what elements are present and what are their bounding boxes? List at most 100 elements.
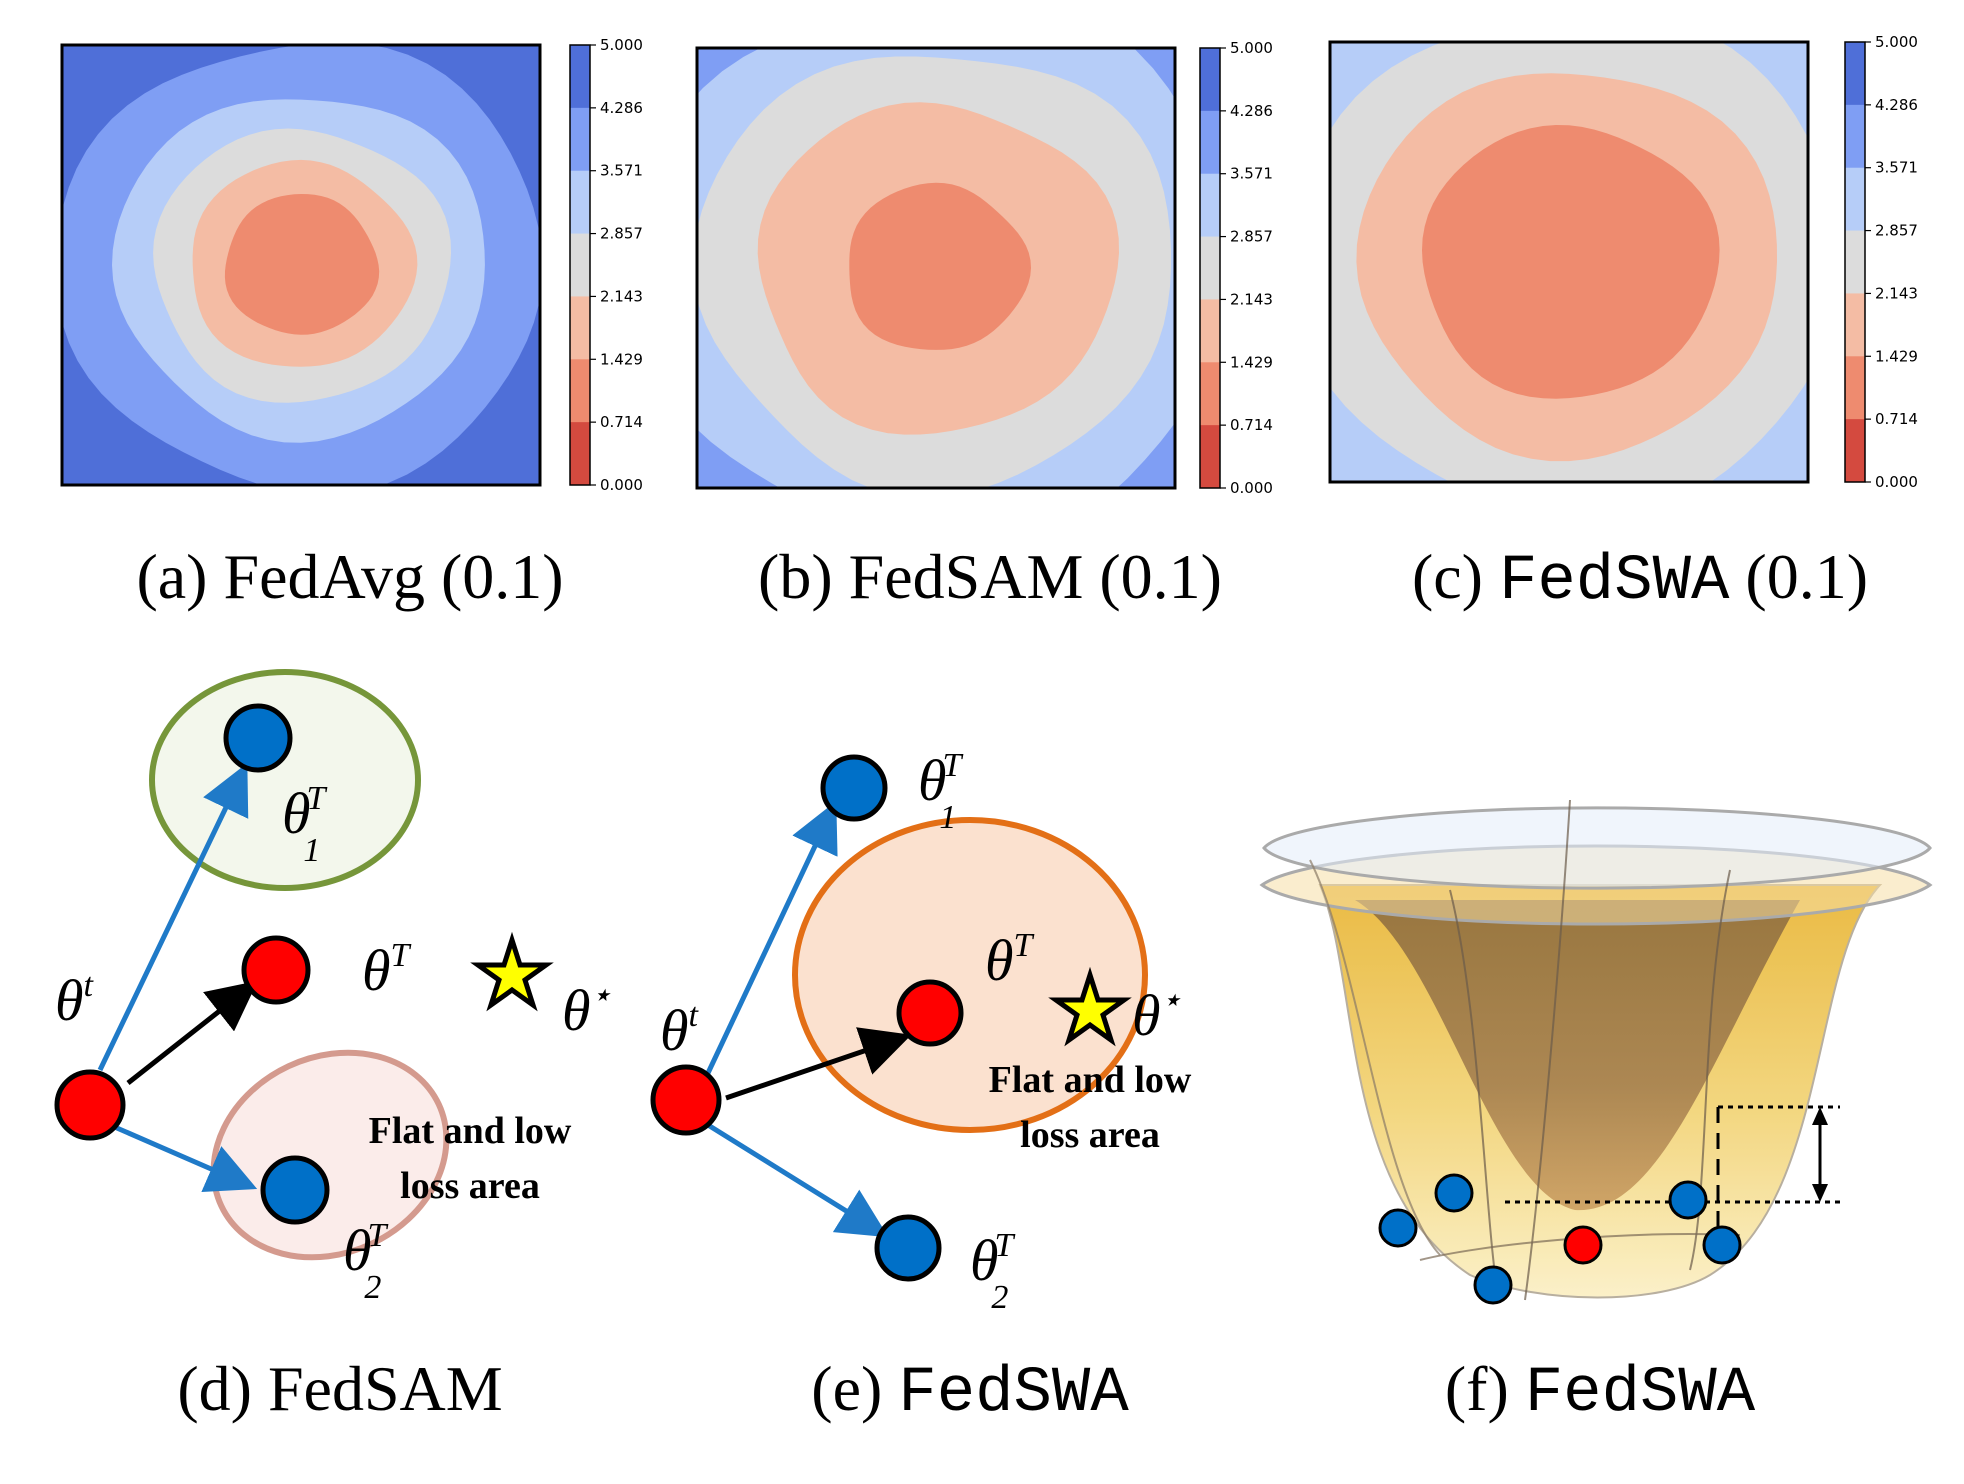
caption-a-prefix: (a) [136, 541, 224, 612]
contour-level [1422, 125, 1720, 399]
arrow-to-client2 [698, 1117, 889, 1238]
caption-c-method: FedSWA [1498, 546, 1730, 618]
optimum-star [470, 931, 554, 1012]
caption-a: (a) FedAvg (0.1) [40, 540, 660, 614]
colorbar-tick-label: 1.429 [1230, 353, 1273, 371]
theta-2-sup: T [995, 1227, 1016, 1264]
colorbar-segment [1845, 356, 1865, 420]
theta-T-sup: T [391, 937, 412, 974]
client1-model-point [223, 703, 293, 773]
colorbar-frame [569, 44, 591, 486]
client-model-point [1434, 1173, 1474, 1213]
flat-area-label-line2: loss area [1020, 1114, 1160, 1156]
colorbar-tick-label: 0.714 [1230, 416, 1273, 434]
basin-mesh-line [1449, 889, 1499, 1296]
colorbar-segment [570, 296, 590, 360]
caption-b: (b) FedSAM (0.1) [680, 540, 1300, 614]
colorbar-tick-label: 1.429 [600, 350, 643, 368]
caption-c: (c) FedSWA (0.1) [1330, 540, 1950, 618]
colorbar-segment [1845, 167, 1865, 232]
caption-e-prefix: (e) [811, 1353, 899, 1424]
colorbar-segment [1200, 299, 1220, 363]
client-model-point [1473, 1265, 1513, 1305]
plot-frame [60, 43, 542, 487]
svg-text:θt: θt [660, 997, 700, 1063]
caption-b-suffix: (0.1) [1083, 541, 1222, 612]
svg-text:θT: θT [362, 937, 412, 1003]
colorbar-tick-label: 0.714 [1875, 410, 1918, 428]
svg-text:θt: θt [55, 967, 95, 1033]
colorbar-tick-label: 2.143 [1875, 284, 1918, 302]
theta-1-sup: T [943, 747, 964, 784]
theta-t-sup: t [689, 997, 700, 1034]
theta-t-sup: t [84, 967, 95, 1004]
client1-model-point [820, 754, 888, 822]
client1-flat-region [149, 669, 421, 891]
height-diff-arrowhead-down [1812, 1184, 1828, 1202]
colorbar-tick-label: 0.000 [1875, 473, 1918, 491]
client2-model-point [874, 1214, 942, 1282]
colorbar-tick-label: 3.571 [600, 162, 643, 180]
colorbar-tick-label: 4.286 [1230, 102, 1273, 120]
start-model-point [650, 1064, 722, 1136]
colorbar-segment [1845, 42, 1865, 106]
colorbar-tick-label: 3.571 [1230, 165, 1273, 183]
basin-mesh-line [1524, 799, 1571, 1301]
svg-text:θT1: θT1 [918, 747, 964, 836]
theta-2-sub: 2 [364, 1269, 381, 1306]
colorbar-segment [1845, 293, 1865, 357]
svg-text:θT: θT [985, 927, 1035, 993]
colorbar-tick-label: 2.857 [1230, 228, 1273, 246]
theta-1-sub: 1 [303, 832, 320, 869]
colorbar-tick-label: 2.143 [1230, 290, 1273, 308]
colorbar-segment [570, 422, 590, 486]
global-model-point [1563, 1225, 1603, 1265]
colorbar-tick-label: 2.857 [600, 225, 643, 243]
theta-star-label: θ [1132, 983, 1161, 1048]
colorbar-segment [1200, 362, 1220, 426]
colorbar-tick-label: 0.000 [600, 476, 643, 494]
caption-e-method: FedSWA [898, 1358, 1129, 1430]
caption-e: (e) FedSWA [660, 1352, 1280, 1430]
theta-2-sup: T [368, 1217, 389, 1254]
colorbar-segment [570, 45, 590, 109]
theta-2-label: θ [970, 1228, 999, 1293]
client-model-point [1702, 1225, 1742, 1265]
colorbar-tick-label: 0.714 [600, 413, 643, 431]
colorbar-tick-label: 3.571 [1875, 159, 1918, 177]
colorbar-segment [1200, 110, 1220, 175]
svg-text:θT2: θT 2 [343, 1217, 389, 1306]
theta-star-sup: ⋆ [1161, 982, 1182, 1019]
client2-flat-region [210, 1049, 450, 1261]
optimum-star [1048, 966, 1132, 1047]
arrow-to-client1 [97, 762, 249, 1072]
contour-fill [1330, 42, 1808, 482]
contour-fill [697, 48, 1175, 488]
arrow-to-client1 [697, 800, 838, 1092]
colorbar-tick-label: 1.429 [1875, 347, 1918, 365]
plot-frame [1328, 40, 1810, 484]
colorbar-segment [570, 359, 590, 423]
colorbar-segment [1200, 425, 1220, 489]
basin-rim-upper [1262, 806, 1932, 890]
colorbar-segment [1845, 419, 1865, 483]
theta-2-label: θ [343, 1218, 372, 1283]
caption-f-prefix: (f) [1444, 1353, 1525, 1424]
colorbar-segment [570, 107, 590, 172]
svg-text:θT2: θT2 [970, 1227, 1016, 1316]
theta-star-sup: ⋆ [591, 977, 612, 1014]
basin-mesh-line [1689, 869, 1731, 1271]
caption-b-method: FedSAM [848, 541, 1084, 612]
theta-1-sup: T [307, 780, 328, 817]
contour-fill [62, 45, 540, 485]
client-model-point [1668, 1180, 1708, 1220]
flat-area-label-line2: loss area [400, 1165, 540, 1207]
caption-d: (d) FedSAM [30, 1352, 650, 1426]
